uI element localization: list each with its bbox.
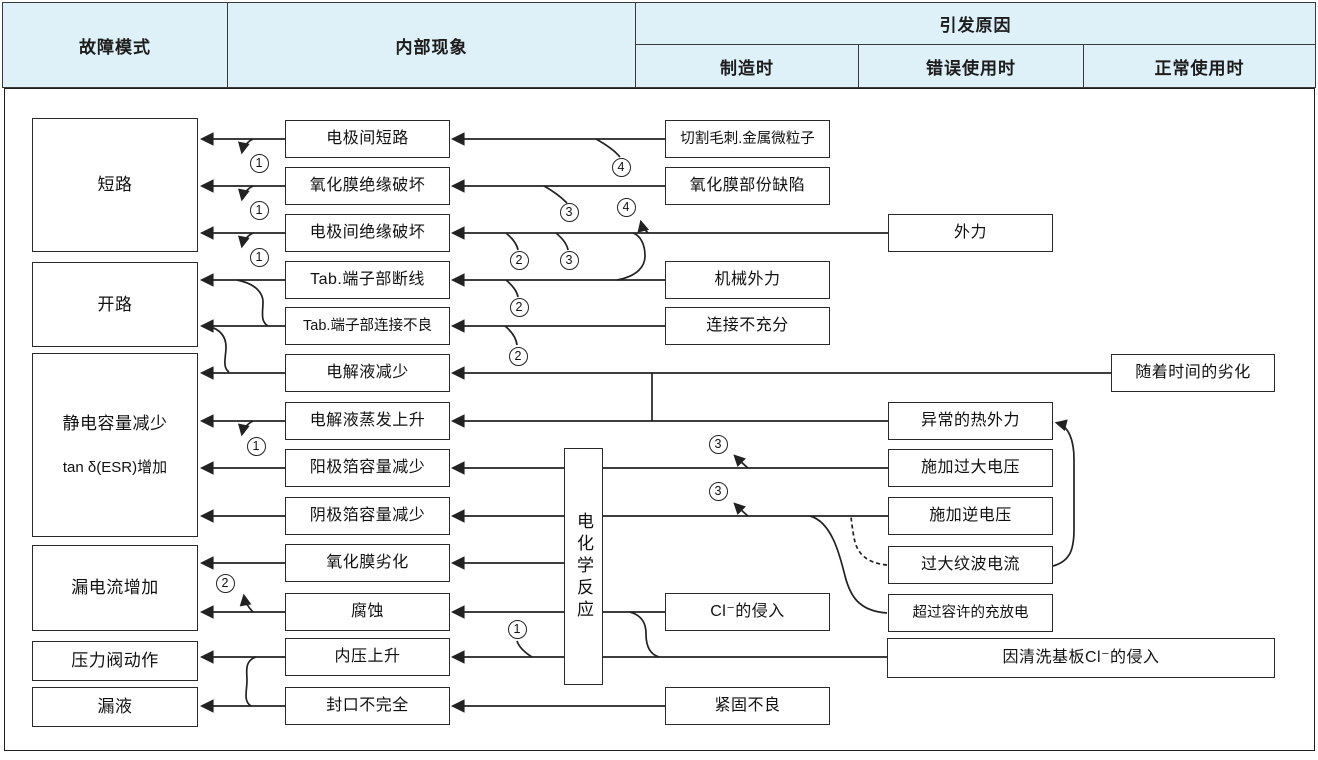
fault-box-open-circuit: 开路 <box>32 262 198 347</box>
fault-label-esr-increase: tan δ(ESR)增加 <box>62 459 168 477</box>
fault-box-capacitance-esr: 静电容量减少 tan δ(ESR)增加 <box>32 353 198 537</box>
connector-badge-4: 4 <box>611 157 631 177</box>
electrochemical-reaction-box: 电化学反应 <box>564 448 603 685</box>
phenomenon-box-electrolyte-decrease: 电解液减少 <box>285 354 450 392</box>
connector-badge-2: 2 <box>215 573 235 593</box>
cause-box-cutting-burr-metal-particles: 切割毛刺.金属微粒子 <box>665 120 830 158</box>
header-cell-misuse: 错误使用时 <box>858 44 1084 88</box>
connector-badge-2: 2 <box>509 250 529 270</box>
cause-box-degradation-over-time: 随着时间的劣化 <box>1111 354 1275 392</box>
cause-box-reverse-voltage: 施加逆电压 <box>888 497 1053 535</box>
fault-box-short-circuit: 短路 <box>32 118 198 252</box>
connector-badge-3: 3 <box>708 434 728 454</box>
fault-box-liquid-leakage: 漏液 <box>32 687 198 727</box>
fault-box-pressure-valve: 压力阀动作 <box>32 641 198 681</box>
connector-badge-4: 4 <box>616 197 636 217</box>
connector-badge-1: 1 <box>246 436 266 456</box>
connector-badge-3: 3 <box>559 250 579 270</box>
header-cell-internal-phenomenon: 内部现象 <box>227 2 636 88</box>
fault-label-capacitance-decrease: 静电容量减少 <box>62 413 168 433</box>
cause-box-excessive-ripple-current: 过大纹波电流 <box>888 546 1053 584</box>
phenomenon-box-oxide-film-degradation: 氧化膜劣化 <box>285 544 450 582</box>
connector-badge-1: 1 <box>249 153 269 173</box>
fault-box-leakage-current: 漏电流增加 <box>32 545 198 631</box>
cause-box-excessive-voltage: 施加过大电压 <box>888 449 1053 487</box>
phenomenon-box-incomplete-sealing: 封口不完全 <box>285 687 450 725</box>
connector-badge-1: 1 <box>507 619 527 639</box>
flowchart-frame <box>4 88 1315 751</box>
phenomenon-box-internal-pressure-rise: 内压上升 <box>285 638 450 676</box>
cause-box-abnormal-thermal-force: 异常的热外力 <box>888 402 1053 440</box>
connector-badge-3: 3 <box>708 481 728 501</box>
connector-badge-1: 1 <box>249 247 269 267</box>
phenomenon-box-tab-terminal-poor-connection: Tab.端子部连接不良 <box>285 307 450 345</box>
connector-badge-2: 2 <box>508 346 528 366</box>
connector-badge-3: 3 <box>559 202 579 222</box>
cause-box-insufficient-connection: 连接不充分 <box>665 307 830 345</box>
cause-box-external-force: 外力 <box>888 214 1053 252</box>
phenomenon-box-electrolyte-evaporation: 电解液蒸发上升 <box>285 402 450 440</box>
header-cell-causes: 引发原因 <box>635 2 1316 45</box>
cause-box-exceeding-charge-discharge: 超过容许的充放电 <box>888 594 1053 632</box>
phenomenon-box-anode-foil-capacity: 阳极箔容量减少 <box>285 449 450 487</box>
connector-badge-2: 2 <box>509 297 529 317</box>
cause-box-mechanical-force: 机械外力 <box>665 261 830 299</box>
phenomenon-box-electrode-insulation-breakdown: 电极间绝缘破坏 <box>285 214 450 252</box>
cause-box-poor-fastening: 紧固不良 <box>665 687 830 725</box>
header-cell-manufacturing: 制造时 <box>635 44 859 88</box>
phenomenon-box-oxide-film-insulation-breakdown: 氧化膜绝缘破坏 <box>285 167 450 205</box>
header-cell-fault-mode: 故障模式 <box>2 2 228 88</box>
header-cell-normal-use: 正常使用时 <box>1083 44 1316 88</box>
phenomenon-box-tab-terminal-disconnection: Tab.端子部断线 <box>285 261 450 299</box>
cause-box-cl-intrusion-board-cleaning: 因清洗基板Cl⁻的侵入 <box>887 638 1275 678</box>
phenomenon-box-electrode-short: 电极间短路 <box>285 120 450 158</box>
cause-box-oxide-film-partial-defect: 氧化膜部份缺陷 <box>665 167 830 205</box>
connector-badge-1: 1 <box>249 200 269 220</box>
cause-box-cl-intrusion: Cl⁻的侵入 <box>665 593 830 631</box>
phenomenon-box-corrosion: 腐蚀 <box>285 593 450 631</box>
phenomenon-box-cathode-foil-capacity: 阴极箔容量减少 <box>285 497 450 535</box>
